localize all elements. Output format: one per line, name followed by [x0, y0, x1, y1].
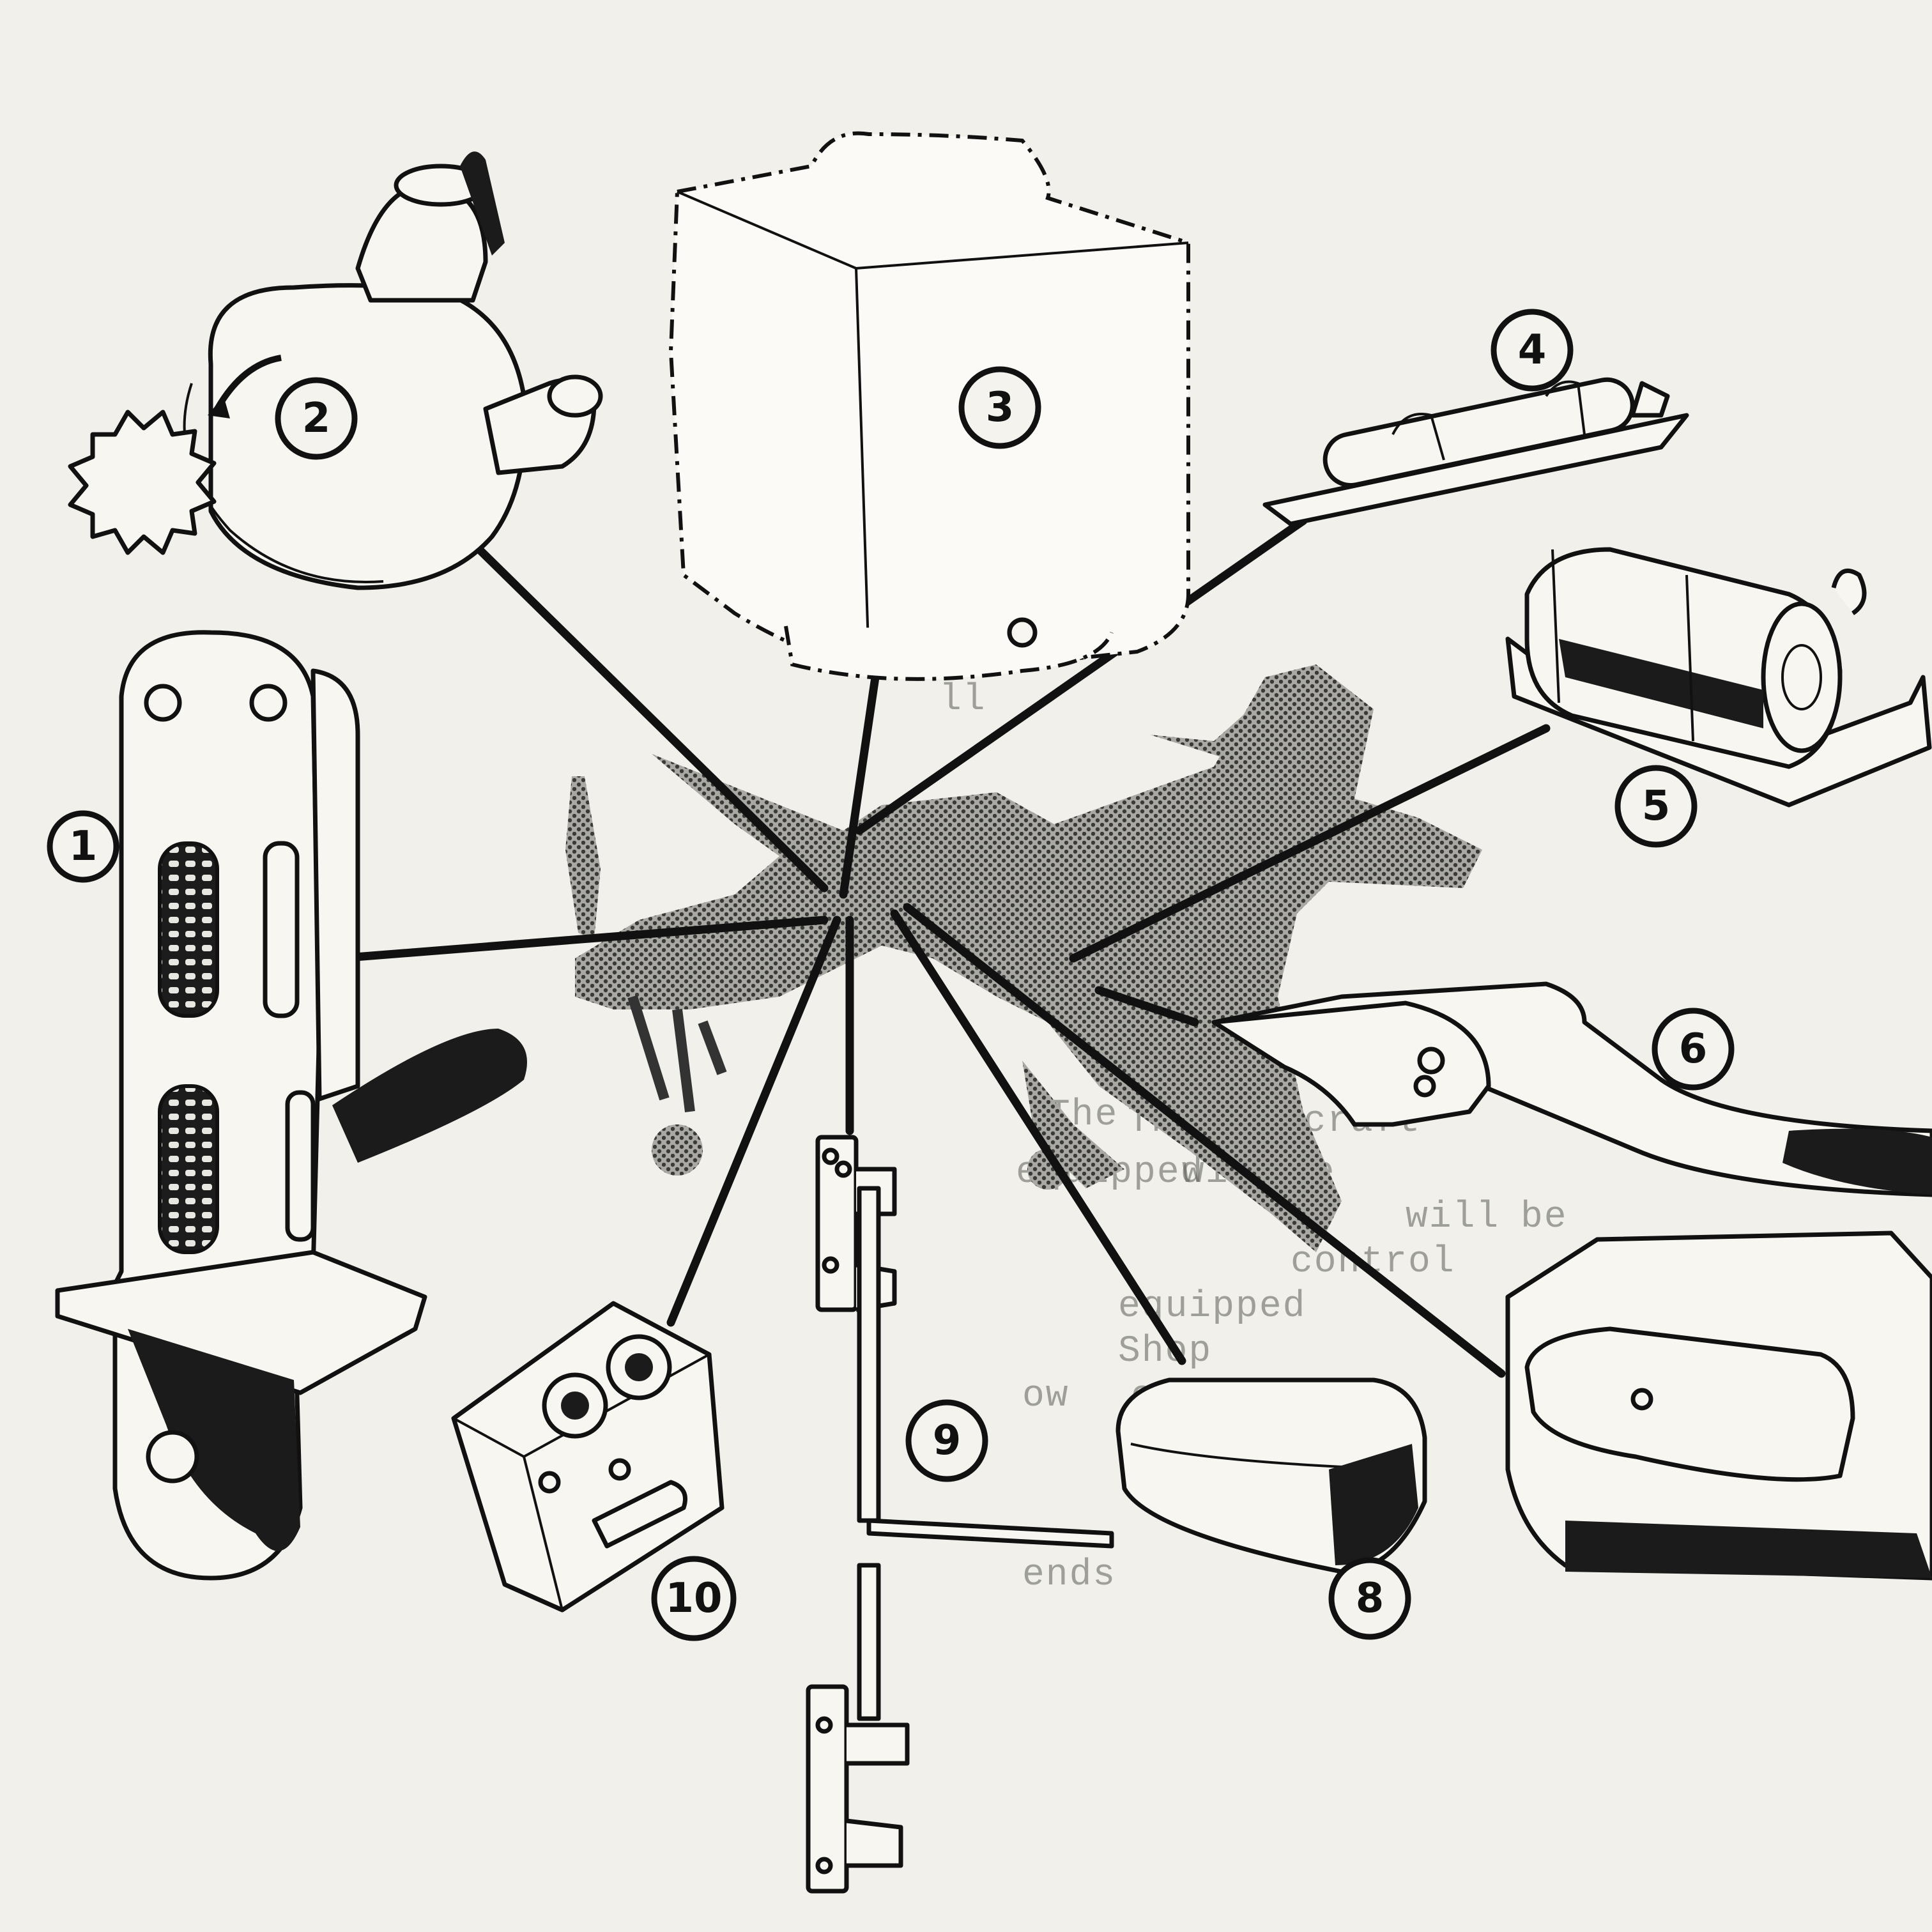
leader-line [890, 909, 1186, 1365]
callout-3: 3 [958, 366, 1041, 449]
callout-number: 8 [1356, 1575, 1384, 1622]
callout-5: 5 [1614, 765, 1698, 848]
callout-10: 10 [651, 1556, 737, 1641]
leader-line [855, 516, 1308, 835]
aircraft-silhouette [565, 664, 1482, 1252]
callout-number: 1 [69, 823, 98, 870]
callout-number: 6 [1679, 1025, 1708, 1073]
leader-line [468, 539, 829, 893]
regulator-valve-illustration [68, 151, 603, 590]
strap-pad-illustration [1211, 981, 1932, 1197]
cylinder-bracket-illustration [1262, 377, 1689, 526]
leader-line [903, 903, 1506, 1378]
callout-8: 8 [1328, 1557, 1411, 1640]
bg-text-line: ow [1022, 1376, 1070, 1417]
junction-box-illustration [451, 1301, 724, 1613]
callout-4: 4 [1491, 309, 1574, 392]
callout-number: 2 [302, 395, 331, 442]
bg-text-line: ll [939, 679, 986, 721]
leader-lines [334, 516, 1551, 1378]
radio-unit-illustration [668, 131, 1190, 681]
bg-text-line: will [1406, 1197, 1499, 1238]
pouch-illustration [1505, 1230, 1932, 1581]
leader-line [839, 673, 880, 899]
callout-2: 2 [275, 377, 358, 460]
cylinder-cradle-illustration [1505, 547, 1932, 808]
callout-6: 6 [1652, 1008, 1735, 1091]
callout-number: 3 [986, 384, 1015, 431]
leader-line [666, 916, 841, 1327]
callout-1: 1 [47, 810, 119, 883]
callout-number: 10 [665, 1575, 722, 1622]
callout-number: 5 [1642, 783, 1671, 830]
control-column-illustration [55, 630, 527, 1581]
callout-9: 9 [905, 1399, 988, 1482]
bg-text-line: ends [1022, 1554, 1116, 1596]
leader-line [334, 916, 829, 963]
callout-number: 9 [933, 1417, 962, 1464]
callout-number: 4 [1518, 326, 1547, 374]
leader-line [1069, 724, 1551, 963]
bg-text-line: be [1521, 1197, 1568, 1238]
leader-line [1094, 986, 1199, 1027]
rod-bracket-illustration [806, 1135, 1114, 1894]
flat-case-illustration [1116, 1377, 1427, 1574]
